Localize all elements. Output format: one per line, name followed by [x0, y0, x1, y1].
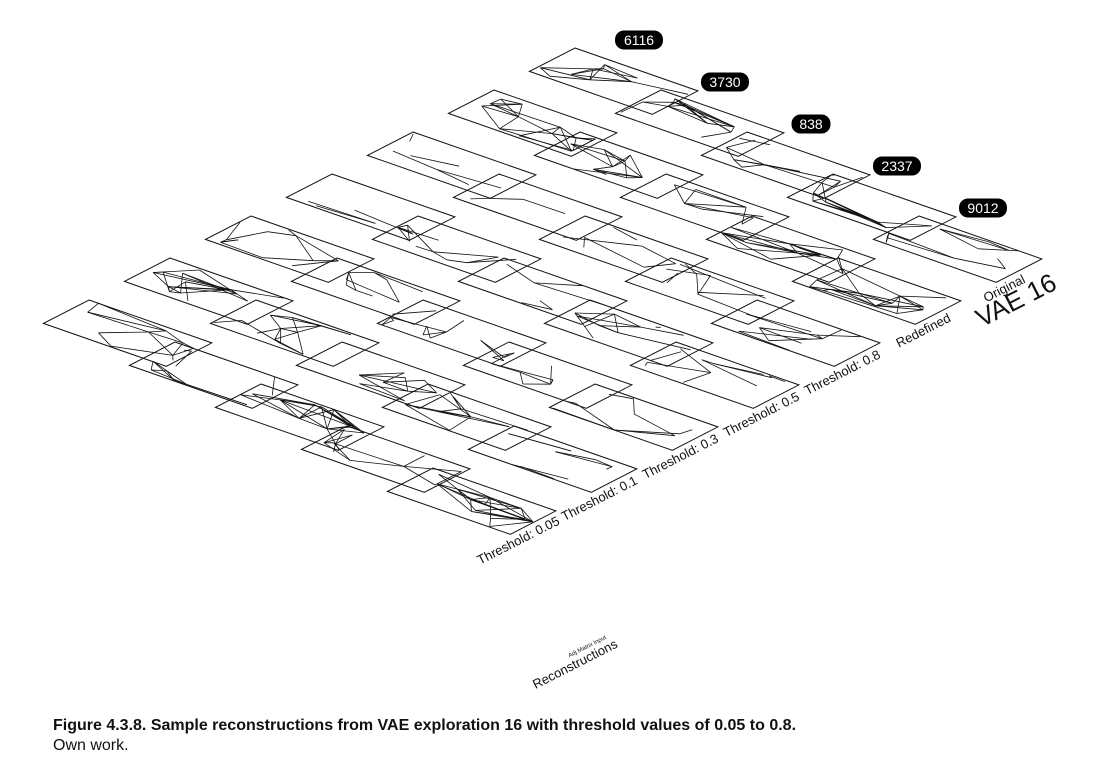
sample-id-badge: 2337	[873, 156, 921, 176]
graph-panel	[447, 89, 619, 157]
graph-panel	[548, 383, 720, 451]
figure-caption: Figure 4.3.8. Sample reconstructions fro…	[53, 716, 1053, 756]
graph-panel	[624, 257, 796, 325]
svg-text:6116: 6116	[624, 32, 654, 48]
graph-panel	[872, 215, 1044, 283]
graph-panel	[614, 89, 786, 157]
row-label: Threshold: 0.5	[721, 389, 802, 440]
graph-panel	[376, 299, 548, 367]
figure-illustration: 6116373083823379012OriginalRedefinedThre…	[42, 30, 1061, 692]
graph-panel	[705, 215, 877, 283]
graph-panel	[786, 173, 958, 241]
graph-panel	[462, 341, 634, 409]
graph-panel	[452, 173, 624, 241]
panel-grid	[42, 47, 1044, 535]
row-label: Threshold: 0.3	[640, 431, 721, 482]
graph-panel	[533, 131, 705, 199]
graph-panel	[381, 383, 553, 451]
row-label: Threshold: 0.05	[475, 513, 562, 567]
graph-panel	[300, 425, 472, 493]
svg-text:838: 838	[799, 116, 823, 132]
graph-panel	[214, 383, 386, 451]
graph-panel	[710, 299, 882, 367]
graph-panel	[204, 215, 376, 283]
caption-title: Figure 4.3.8. Sample reconstructions fro…	[53, 717, 797, 734]
caption-credit: Own work.	[53, 737, 129, 754]
graph-panel	[467, 425, 639, 493]
svg-text:2337: 2337	[881, 158, 912, 174]
graph-panel	[528, 47, 700, 115]
sample-id-badge: 838	[791, 114, 831, 134]
sample-id-badge: 3730	[701, 72, 749, 92]
graph-panel	[386, 467, 558, 535]
graph-panel	[538, 215, 710, 283]
graph-panel	[619, 173, 791, 241]
graph-panel	[295, 341, 467, 409]
graph-panel	[285, 173, 457, 241]
graph-panel	[629, 341, 801, 409]
graph-panel	[366, 131, 538, 199]
graph-panel	[791, 257, 963, 325]
reconstructions-label: Reconstructions	[530, 636, 620, 692]
sample-id-badge: 9012	[959, 198, 1007, 218]
graph-panel	[457, 257, 629, 325]
row-label: Threshold: 0.8	[802, 347, 883, 398]
graph-panel	[700, 131, 872, 199]
row-label: Threshold: 0.1	[559, 473, 640, 524]
graph-panel	[371, 215, 543, 283]
graph-panel	[42, 299, 214, 367]
graph-panel	[128, 341, 300, 409]
graph-panel	[290, 257, 462, 325]
graph-panel	[543, 299, 715, 367]
svg-text:9012: 9012	[967, 200, 998, 216]
row-label: Redefined	[893, 310, 953, 350]
graph-panel	[123, 257, 295, 325]
graph-panel	[209, 299, 381, 367]
sample-id-badge: 6116	[615, 30, 663, 50]
svg-text:3730: 3730	[709, 74, 740, 90]
